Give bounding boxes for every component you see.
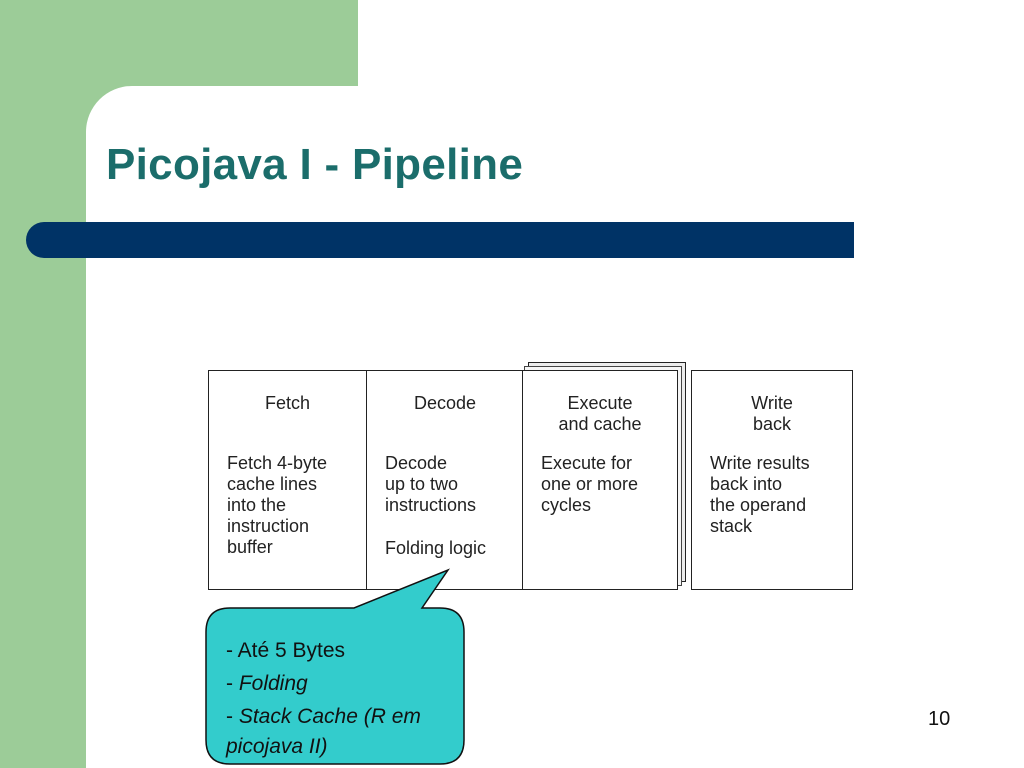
stage-execute-description: Execute for one or more cycles (541, 453, 639, 515)
title-underline-bar (26, 222, 854, 258)
slide-title: Picojava I - Pipeline (106, 140, 524, 189)
page-number: 10 (928, 708, 951, 730)
stage-writeback: Write back Write results back into the o… (691, 370, 853, 590)
callout-line-1: - Até 5 Bytes (226, 634, 456, 667)
callout-line-3-text: Stack Cache (R em picojava II) (226, 705, 421, 758)
stage-decode-name: Decode (413, 393, 477, 413)
stage-fetch-name: Fetch (264, 393, 311, 413)
callout-line-1-text: Até 5 Bytes (237, 639, 346, 662)
callout-line-2-prefix: - (226, 672, 239, 695)
stage-decode-description: Decode up to two instructions (385, 453, 477, 515)
callout-line-3-prefix: - (226, 705, 239, 728)
stage-execute-name: Execute and cache (558, 393, 642, 434)
stage-fetch: Fetch Fetch 4-byte cache lines into the … (208, 370, 367, 590)
stage-decode-extra: Folding logic (385, 538, 487, 558)
stage-decode: Decode Decode up to two instructions Fol… (366, 370, 524, 590)
stage-writeback-description: Write results back into the operand stac… (710, 453, 810, 536)
stage-execute: Execute and cache Execute for one or mor… (522, 370, 678, 590)
callout-line-2-text: Folding (238, 672, 308, 695)
callout-text: - Até 5 Bytes - Folding - Stack Cache (R… (226, 634, 456, 762)
callout-shape (205, 568, 465, 765)
stage-writeback-name: Write back (751, 393, 793, 434)
slide-background-top (358, 0, 1024, 86)
callout-line-1-prefix: - (226, 639, 238, 662)
stage-fetch-description: Fetch 4-byte cache lines into the instru… (227, 453, 328, 557)
callout-line-3: - Stack Cache (R em picojava II) (226, 702, 456, 762)
callout-line-2: - Folding (226, 667, 456, 700)
